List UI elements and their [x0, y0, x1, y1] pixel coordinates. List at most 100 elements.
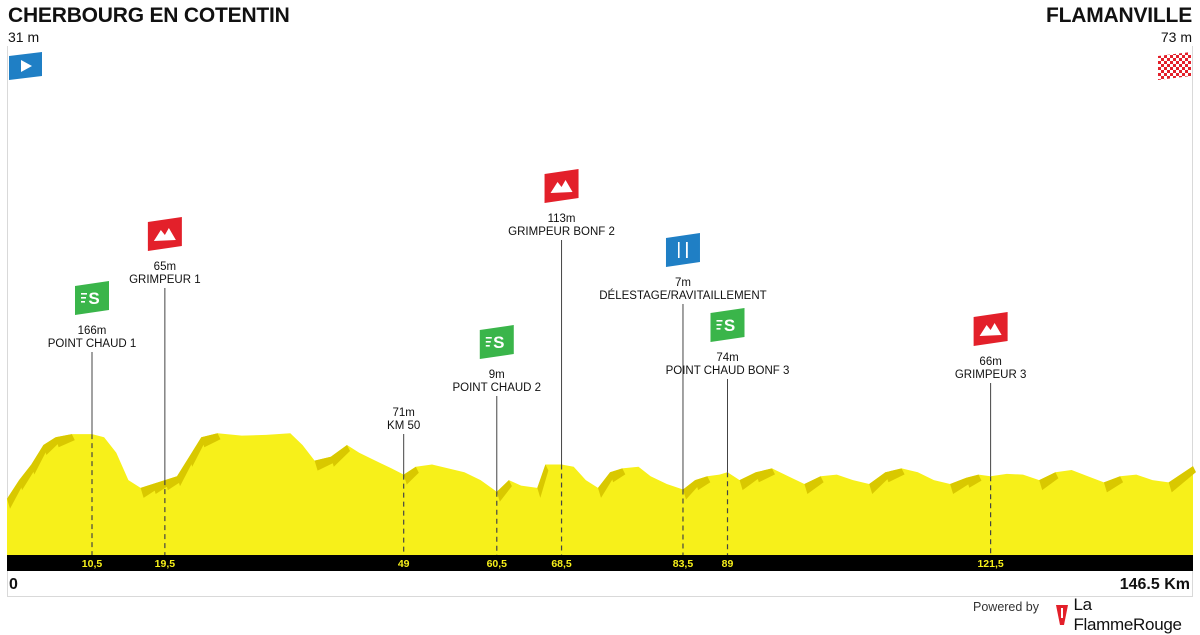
speed-line [485, 341, 491, 343]
sprint-icon: S [710, 308, 745, 342]
axis-start-label: 0 [9, 576, 18, 593]
profile-slope-band [1103, 476, 1124, 493]
km-tick-label: 121,5 [977, 558, 1003, 570]
finish-altitude: 73 m [1160, 29, 1192, 45]
marker-altitude-label: 166m [78, 325, 107, 337]
start-flag-icon [9, 52, 42, 80]
profile-slope-band [755, 468, 775, 483]
marker-name-label: POINT CHAUD 1 [48, 338, 137, 350]
marker-name-label: GRIMPEUR 3 [955, 369, 1027, 381]
mountain-shape [153, 228, 176, 241]
profile-slope-band [164, 476, 180, 491]
km-tick-label: 19,5 [155, 558, 176, 570]
speed-line [81, 297, 87, 299]
speed-line [716, 324, 722, 326]
flamme-rouge-icon [1056, 605, 1068, 625]
profile-slope-band [950, 477, 970, 494]
marker-altitude-label: 71m [392, 407, 414, 419]
profile-slope-band [201, 433, 221, 448]
profile-slope-band [43, 437, 59, 455]
profile-slope-band [55, 434, 75, 448]
profile-slope-band [177, 456, 193, 487]
profile-slope-band [7, 480, 23, 509]
marker-name-label: POINT CHAUD BONF 3 [666, 365, 790, 377]
climb-icon [147, 217, 182, 251]
km-tick-label: 83,5 [673, 558, 694, 570]
finish-city-name: FLAMANVILLE [1046, 4, 1192, 27]
finish-flag-icon [1158, 52, 1191, 80]
icon-badge [147, 217, 182, 251]
profile-slope-band [330, 445, 350, 467]
icon-badge [710, 308, 745, 342]
marker-name-label: DÉLESTAGE/RAVITAILLEMENT [599, 289, 766, 302]
sprint-letter: S [493, 333, 504, 352]
profile-slope-band [19, 464, 35, 491]
km-tick-label: 49 [398, 558, 410, 570]
icon-badge [665, 233, 700, 267]
marker-altitude-label: 66m [979, 356, 1001, 368]
profile-slope-band [869, 472, 889, 494]
icon-badge [973, 312, 1008, 346]
profile-slope-band [496, 480, 512, 502]
mountain-shape [550, 180, 573, 193]
profile-slope-band [804, 476, 824, 494]
marker-altitude-label: 9m [489, 369, 505, 381]
profile-slope-band [683, 480, 699, 500]
marker-name-label: KM 50 [387, 420, 420, 432]
profile-slope-band [695, 476, 711, 491]
marker-altitude-label: 7m [675, 277, 691, 289]
speed-line [716, 320, 723, 322]
icon-badge [75, 281, 110, 315]
km-tick-label: 89 [722, 558, 734, 570]
marker-name-label: POINT CHAUD 2 [452, 382, 541, 394]
sprint-letter: S [88, 289, 99, 308]
km-tick-label: 10,5 [82, 558, 103, 570]
profile-slope-band [189, 437, 205, 467]
profile-slope-band [31, 445, 47, 475]
profile-slope-band [610, 468, 626, 483]
icon-badge [544, 169, 579, 203]
start-altitude: 31 m [8, 29, 40, 45]
profile-slope-band [1168, 466, 1196, 493]
sprint-icon: S [75, 281, 110, 315]
profile-slope-band [537, 464, 549, 498]
axis-end-label: 146.5 Km [1119, 576, 1190, 593]
profile-slope-band [598, 472, 614, 498]
icon-badge [479, 325, 514, 359]
knife-shape [685, 242, 688, 258]
km-tick-label: 60,5 [487, 558, 508, 570]
sprint-letter: S [724, 316, 735, 335]
profile-slope-band [314, 456, 334, 471]
marker-name-label: GRIMPEUR 1 [129, 274, 201, 286]
profile-slope-band [403, 466, 419, 485]
feed-icon [665, 233, 700, 267]
km-tick-label: 68,5 [551, 558, 572, 570]
profile-slope-band [1039, 472, 1059, 491]
profile-slope-band [152, 480, 168, 494]
speed-line [485, 345, 490, 347]
brand-logo[interactable]: La FlammeRouge [1054, 595, 1200, 635]
climb-icon [973, 312, 1008, 346]
sprint-icon: S [479, 325, 514, 359]
profile-slope-band [140, 484, 156, 498]
chart-frame [7, 46, 1193, 597]
brand-name: La FlammeRouge [1073, 595, 1182, 634]
distance-axis-bar [7, 555, 1193, 571]
climb-icon [544, 169, 579, 203]
powered-by-text: Powered by [973, 600, 1040, 614]
speed-line [485, 337, 492, 339]
fork-shape [677, 242, 680, 258]
mountain-shape [979, 323, 1002, 336]
profile-slope-band [966, 474, 982, 488]
start-city-name: CHERBOURG EN COTENTIN [8, 4, 290, 27]
marker-altitude-label: 113m [548, 213, 576, 225]
profile-slope-band [739, 472, 759, 491]
